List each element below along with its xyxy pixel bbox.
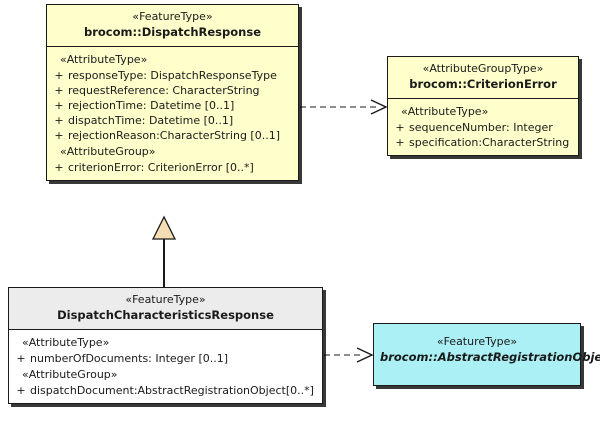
attribute-row[interactable]: + numberOfDocuments: Integer [0..1] (12, 351, 319, 366)
visibility-marker: + (395, 135, 405, 149)
visibility-marker: + (54, 98, 64, 112)
attribute-text: rejectionReason:CharacterString [0..1] (68, 128, 280, 142)
attribute-row[interactable]: + dispatchTime: Datetime [0..1] (50, 113, 295, 128)
hollow-triangle-arrowhead-icon (151, 215, 177, 240)
attribute-text: dispatchTime: Datetime [0..1] (68, 113, 234, 127)
class-attributes: «AttributeType» + numberOfDocuments: Int… (9, 329, 322, 403)
attribute-row[interactable]: + rejectionReason:CharacterString [0..1] (50, 128, 295, 143)
visibility-marker: + (54, 68, 64, 82)
attribute-group-label: «AttributeType» (22, 335, 110, 349)
attribute-group-label: «AttributeGroup» (60, 144, 156, 158)
open-arrowhead-icon (356, 347, 374, 363)
attribute-text: rejectionTime: Datetime [0..1] (68, 98, 235, 112)
attribute-group-label: «AttributeType» (60, 52, 148, 66)
attribute-row[interactable]: + responseType: DispatchResponseType (50, 68, 295, 83)
class-attributes: «AttributeType» + responseType: Dispatch… (47, 46, 298, 180)
class-name: brocom::CriterionError (409, 77, 557, 92)
visibility-marker: + (16, 383, 26, 397)
visibility-marker: + (395, 120, 405, 134)
visibility-marker: + (16, 351, 26, 365)
dependency-dispatchresponse-criterionerror (300, 99, 388, 115)
attribute-row[interactable]: + sequenceNumber: Integer (391, 120, 575, 135)
attribute-text: criterionError: CriterionError [0..*] (68, 160, 254, 174)
attribute-row[interactable]: + specification:CharacterString (391, 135, 575, 150)
class-attributes: «AttributeType» + sequenceNumber: Intege… (388, 98, 578, 155)
class-box-criterion-error[interactable]: «AttributeGroupType» brocom::CriterionEr… (387, 56, 579, 156)
attribute-row[interactable]: + rejectionTime: Datetime [0..1] (50, 98, 295, 113)
visibility-marker: + (54, 160, 64, 174)
attribute-text: dispatchDocument:AbstractRegistrationObj… (30, 383, 314, 397)
attribute-text: sequenceNumber: Integer (409, 120, 553, 134)
class-box-dispatch-characteristics-response[interactable]: «FeatureType» DispatchCharacteristicsRes… (8, 287, 323, 404)
class-name: brocom::AbstractRegistrationObject (380, 350, 600, 365)
attribute-row[interactable]: + requestReference: CharacterString (50, 83, 295, 98)
attribute-row[interactable]: + criterionError: CriterionError [0..*] (50, 160, 295, 175)
visibility-marker: + (54, 83, 64, 97)
class-name: brocom::DispatchResponse (84, 25, 261, 40)
class-header: «FeatureType» brocom::AbstractRegistrati… (374, 324, 600, 371)
class-stereotype: «FeatureType» (125, 293, 206, 306)
class-header: «FeatureType» brocom::DispatchResponse (47, 5, 298, 47)
visibility-marker: + (54, 128, 64, 142)
attribute-text: numberOfDocuments: Integer [0..1] (30, 351, 229, 365)
class-header: «FeatureType» DispatchCharacteristicsRes… (9, 288, 322, 330)
dependency-dispatchcharacteristics-abstractregistrationobject (324, 347, 374, 363)
attribute-group-label: «AttributeGroup» (22, 367, 118, 381)
class-stereotype: «FeatureType» (132, 10, 213, 23)
open-arrowhead-icon (370, 99, 388, 115)
class-stereotype: «FeatureType» (436, 335, 518, 348)
class-box-abstract-registration-object[interactable]: «FeatureType» brocom::AbstractRegistrati… (373, 323, 600, 386)
attribute-text: requestReference: CharacterString (68, 83, 260, 97)
class-header: «AttributeGroupType» brocom::CriterionEr… (388, 57, 578, 99)
attribute-row[interactable]: + dispatchDocument:AbstractRegistrationO… (12, 383, 319, 398)
class-name: DispatchCharacteristicsResponse (57, 308, 274, 323)
class-stereotype: «AttributeGroupType» (422, 62, 544, 75)
attribute-text: specification:CharacterString (409, 135, 570, 149)
generalization-dispatchcharacteristics-dispatchresponse (151, 215, 177, 287)
visibility-marker: + (54, 113, 64, 127)
class-box-dispatch-response[interactable]: «FeatureType» brocom::DispatchResponse «… (46, 4, 299, 181)
attribute-text: responseType: DispatchResponseType (68, 68, 277, 82)
attribute-group-label: «AttributeType» (401, 104, 489, 118)
